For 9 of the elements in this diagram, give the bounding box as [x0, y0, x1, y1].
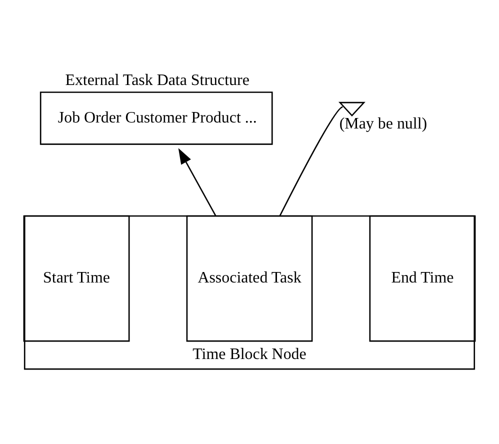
node-ground [338, 102, 366, 117]
node-label: (May be null) [339, 115, 428, 132]
arrow [178, 148, 216, 216]
node-label: External Task Data Structure [65, 72, 250, 90]
node-box: Start Time [23, 215, 130, 342]
connector [279, 106, 343, 216]
node-box: End Time [369, 215, 476, 342]
node-box: Job Order Customer Product ... [40, 92, 273, 145]
node-box: Associated Task [186, 215, 313, 342]
